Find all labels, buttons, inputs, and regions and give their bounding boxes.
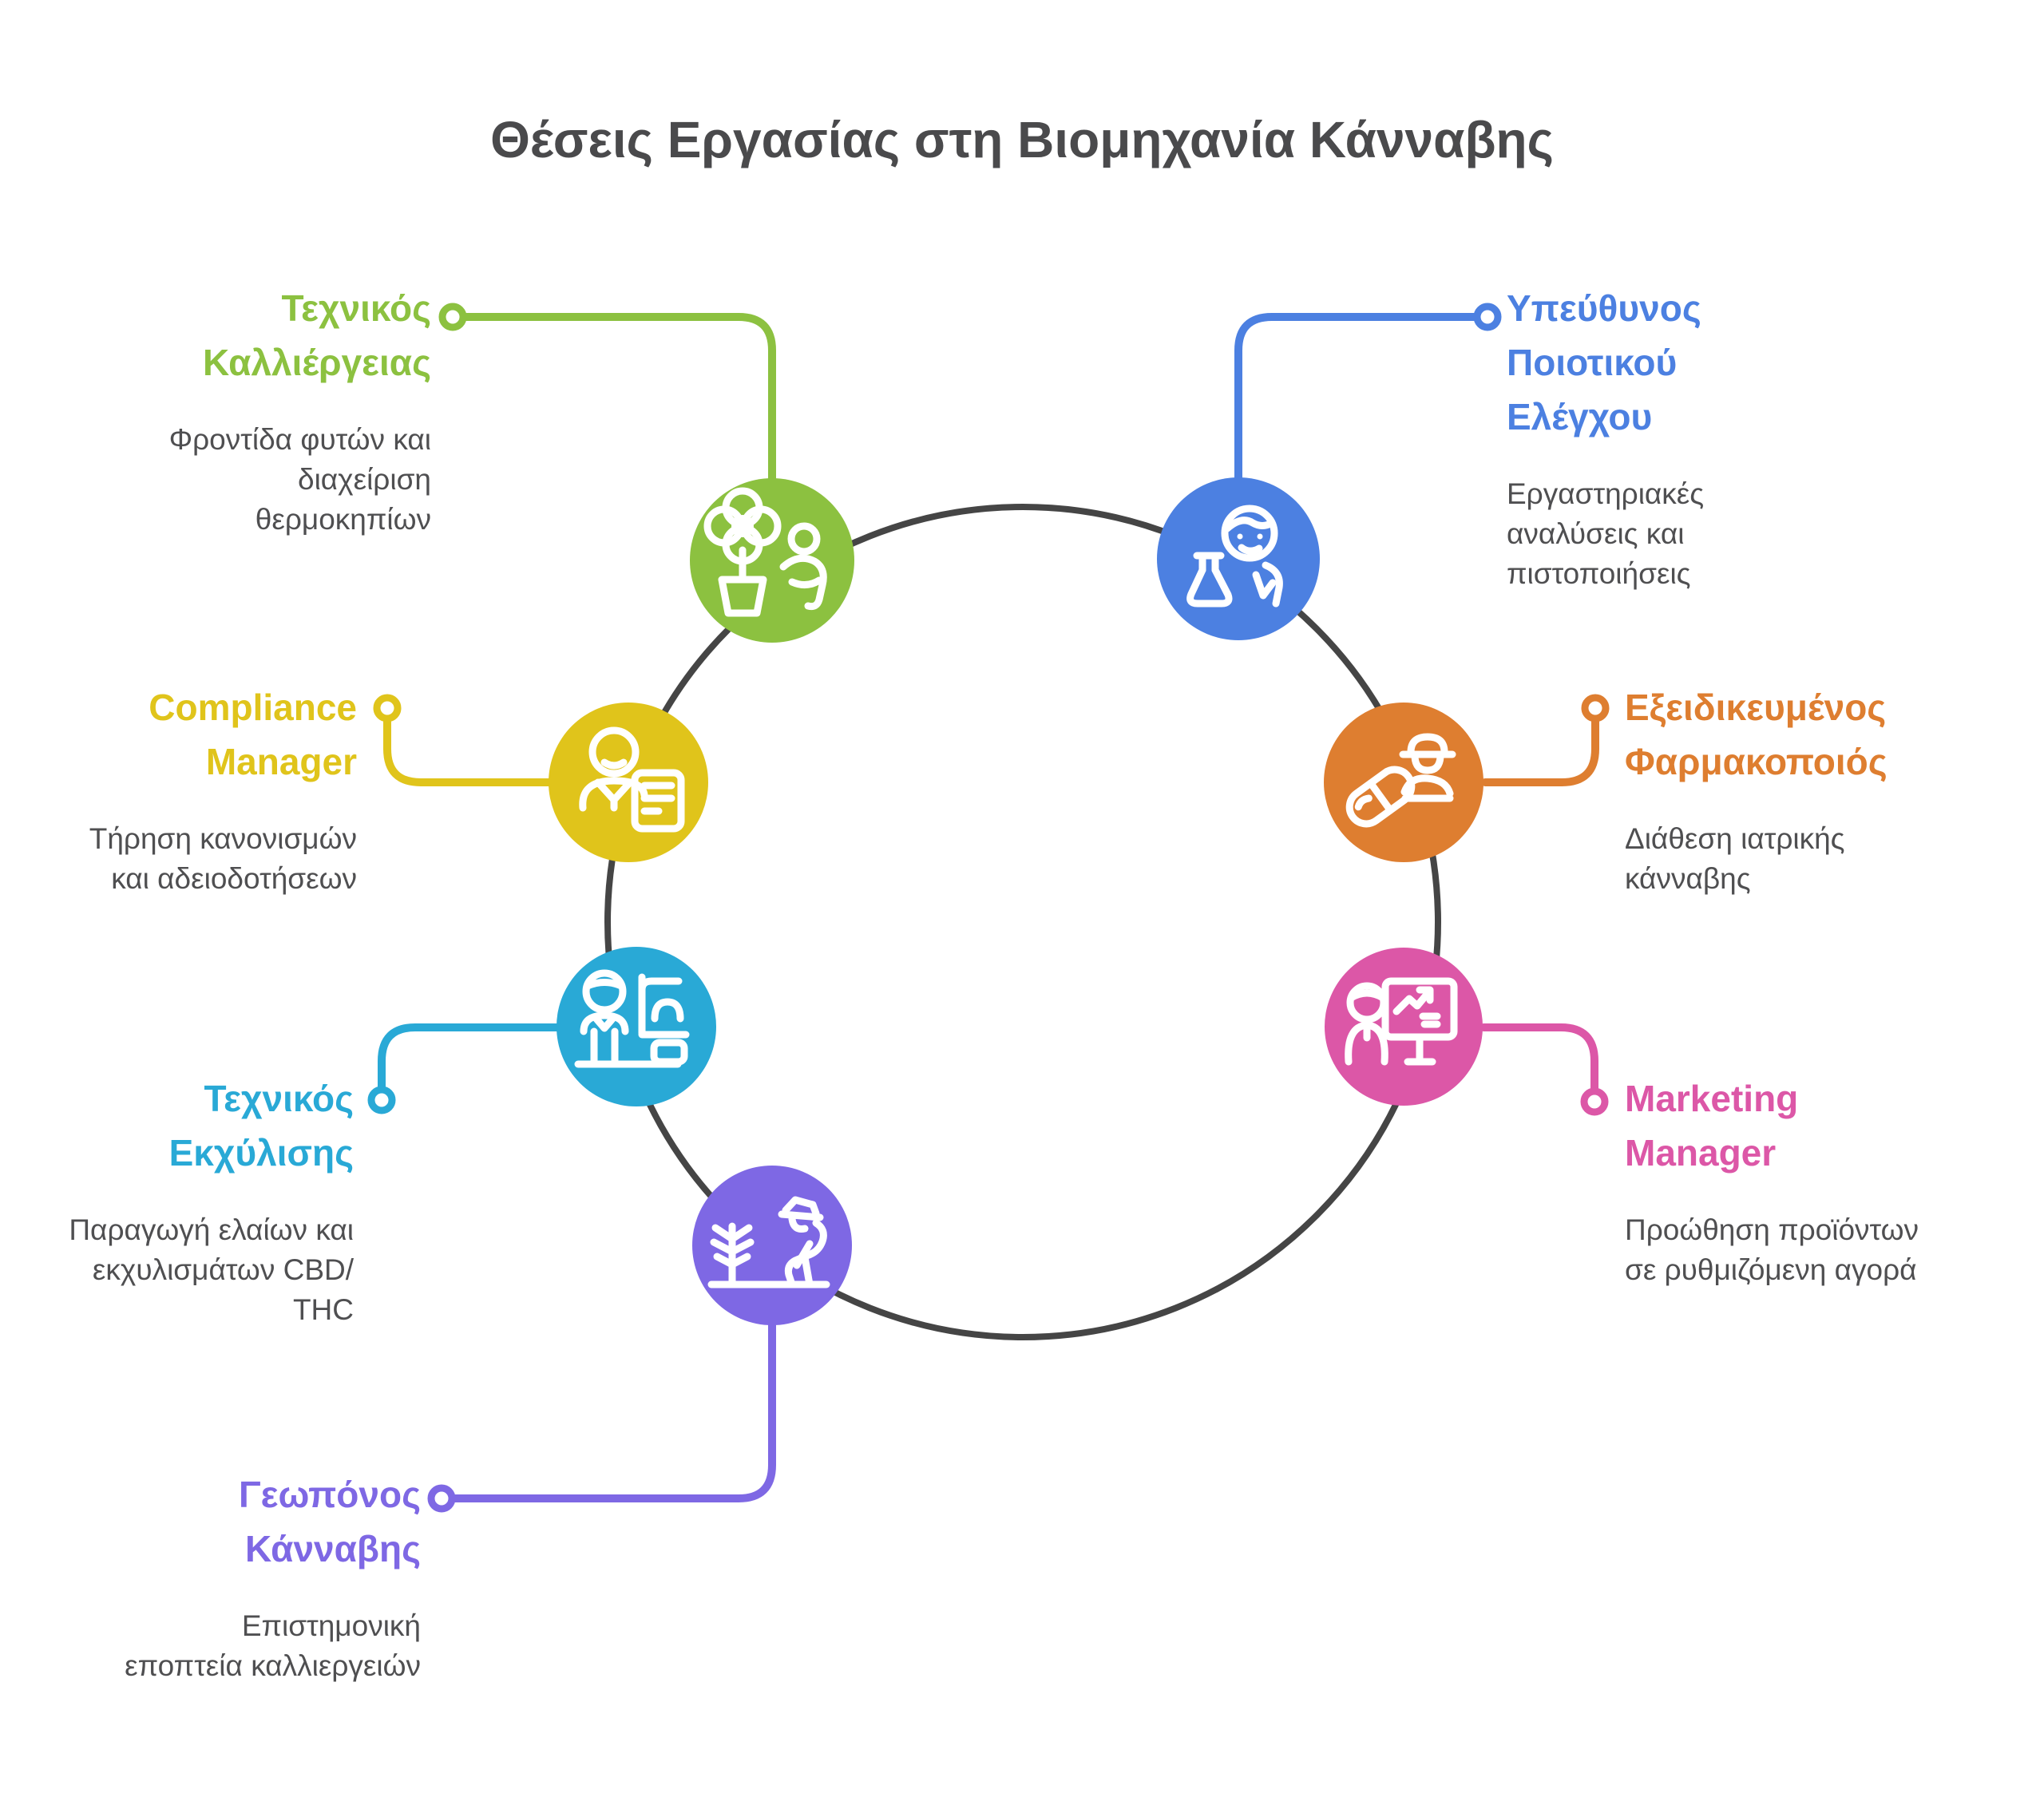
node-title: Marketing Manager [1625, 1071, 2016, 1180]
operator-extraction-machine-icon [574, 969, 690, 1068]
connector-cultivation [438, 303, 776, 483]
node-description: Παραγωγή ελαίων και εκχυλισμάτων CBD/ TH… [10, 1210, 354, 1330]
description-line: Επιστημονική [241, 1609, 421, 1642]
connector-marketing [1480, 1023, 1609, 1116]
title-line: Τεχνικός [204, 1078, 354, 1119]
node-title: Τεχνικός Εκχύλισης [10, 1071, 354, 1180]
description-line: THC [292, 1293, 354, 1326]
node-description: Τήρηση κανονισμών και αδειοδοτήσεων [14, 819, 357, 899]
title-line: Εκχύλισης [168, 1132, 354, 1174]
node-description: Διάθεση ιατρικής κάνναβης [1625, 819, 2008, 899]
description-line: Προώθηση προϊόντων [1625, 1213, 1919, 1246]
node-circle [1325, 948, 1483, 1106]
connector-pharmacist [1481, 694, 1610, 786]
node-description: Εργαστηριακές αναλύσεις και πιστοποιήσει… [1507, 474, 1850, 594]
connector-end-dot [427, 1484, 456, 1513]
title-line: Υπεύθυνος [1507, 287, 1701, 329]
node-title: Υπεύθυνος Ποιοτικού Ελέγχου [1507, 281, 1850, 444]
connector-extraction [367, 1023, 562, 1114]
description-line: σε ρυθμιζόμενη αγορά [1625, 1253, 1917, 1286]
title-line: Manager [1625, 1132, 1777, 1174]
node-extraction-technician [557, 947, 716, 1106]
description-line: διαχείριση [297, 463, 431, 496]
page-title: Θέσεις Εργασίας στη Βιομηχανία Κάνναβης [490, 111, 1554, 168]
node-marketing-manager [1325, 948, 1483, 1106]
node-circle [557, 947, 716, 1106]
node-circle [690, 478, 854, 643]
agronomist-plant-icon [707, 1196, 830, 1288]
connector-end-dot [438, 303, 467, 331]
presenter-growth-chart-icon [1345, 977, 1458, 1066]
label-cultivation-technician: Τεχνικός Καλλιέργειας Φροντίδα φυτών και… [88, 281, 431, 540]
node-quality-control-manager [1157, 477, 1320, 640]
node-description: Φροντίδα φυτών και διαχείριση θερμοκηπίω… [88, 420, 431, 540]
description-line: εκχυλισμάτων CBD/ [92, 1253, 354, 1286]
node-title: Τεχνικός Καλλιέργειας [88, 281, 431, 390]
label-specialized-pharmacist: Εξειδικευμένος Φαρμακοποιός Διάθεση ιατρ… [1625, 680, 2008, 899]
title-line: Compliance [149, 687, 357, 728]
connector-end-dot [1580, 1087, 1609, 1116]
description-line: Τήρηση κανονισμών [89, 822, 357, 855]
description-line: Φροντίδα φυτών και [168, 423, 431, 456]
pharmacist-capsule-icon [1345, 733, 1456, 828]
node-description: Προώθηση προϊόντων σε ρυθμιζόμενη αγορά [1625, 1210, 2016, 1290]
title-line: Ποιοτικού [1507, 342, 1678, 383]
title-line: Καλλιέργειας [203, 342, 431, 383]
node-compliance-manager [549, 703, 708, 862]
flower-pot-gardener-icon [703, 487, 827, 617]
description-line: Διάθεση ιατρικής [1625, 822, 1845, 855]
title-line: Γεωπόνος [239, 1474, 421, 1515]
node-title: Γεωπόνος Κάνναβης [77, 1467, 421, 1576]
title-line: Manager [205, 741, 357, 782]
label-quality-control-manager: Υπεύθυνος Ποιοτικού Ελέγχου Εργαστηριακέ… [1507, 281, 1850, 594]
title-line: Φαρμακοποιός [1625, 741, 1888, 782]
label-extraction-technician: Τεχνικός Εκχύλισης Παραγωγή ελαίων και ε… [10, 1071, 354, 1330]
node-title: Compliance Manager [14, 680, 357, 789]
description-line: εποπτεία καλλιεργειών [125, 1649, 421, 1682]
label-compliance-manager: Compliance Manager Τήρηση κανονισμών και… [14, 680, 357, 899]
node-cannabis-agronomist [692, 1166, 852, 1325]
description-line: Εργαστηριακές [1507, 477, 1705, 510]
description-line: πιστοποιήσεις [1507, 557, 1691, 590]
description-line: αναλύσεις και [1507, 517, 1685, 550]
node-title: Εξειδικευμένος Φαρμακοποιός [1625, 680, 2008, 789]
description-line: θερμοκηπίων [255, 503, 431, 536]
title-line: Marketing [1625, 1078, 1799, 1119]
person-document-icon [579, 726, 685, 833]
cycle-ring [604, 504, 1441, 1340]
title-line: Ελέγχου [1507, 396, 1653, 437]
label-cannabis-agronomist: Γεωπόνος Κάνναβης Επιστημονική εποπτεία … [77, 1467, 421, 1686]
connector-quality-control [1234, 303, 1502, 481]
connector-end-dot [373, 694, 402, 722]
node-cultivation-technician [690, 478, 854, 643]
label-marketing-manager: Marketing Manager Προώθηση προϊόντων σε … [1625, 1071, 2016, 1290]
node-circle [1324, 703, 1483, 862]
title-line: Εξειδικευμένος [1625, 687, 1887, 728]
title-line: Κάνναβης [245, 1528, 421, 1569]
description-line: και αδειοδοτήσεων [111, 862, 357, 895]
title-line: Τεχνικός [281, 287, 431, 329]
description-line: Παραγωγή ελαίων και [69, 1213, 354, 1246]
connector-agronomist [427, 1321, 776, 1513]
description-line: κάνναβης [1625, 862, 1751, 895]
scientist-flask-icon [1186, 505, 1283, 608]
connector-end-dot [1581, 694, 1610, 722]
connector-end-dot [367, 1086, 396, 1114]
connector-compliance [373, 694, 553, 786]
node-description: Επιστημονική εποπτεία καλλιεργειών [77, 1606, 421, 1686]
node-specialized-pharmacist [1324, 703, 1483, 862]
connector-end-dot [1473, 303, 1502, 331]
